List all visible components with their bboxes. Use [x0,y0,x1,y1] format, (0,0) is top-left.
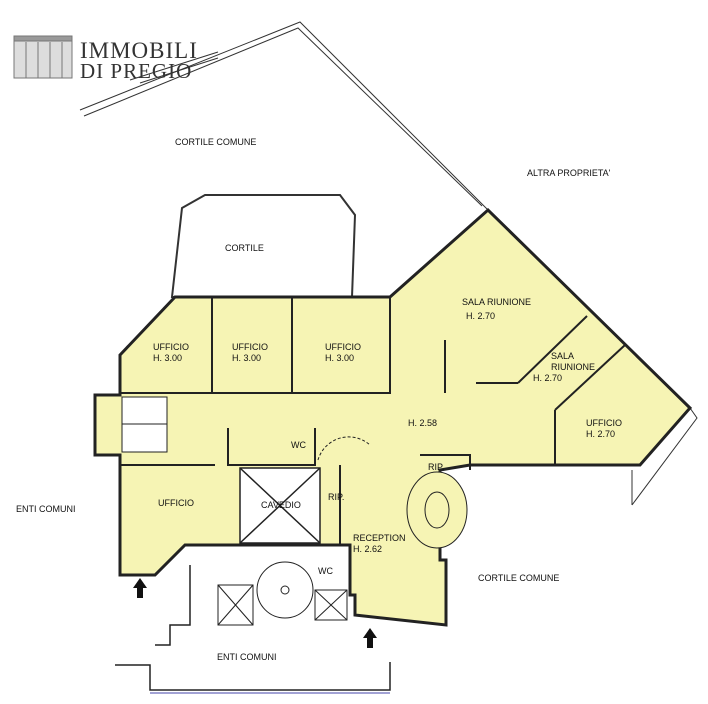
room-cavedio: CAVEDIO [261,500,301,510]
area-cortile: CORTILE [225,243,264,253]
area-cortile-comune-top: CORTILE COMUNE [175,137,257,147]
stair-left [121,396,168,453]
reception-arc [317,436,371,461]
site-boundary [79,21,698,506]
area-cortile-comune-right: CORTILE COMUNE [478,573,560,583]
logo-line-1: IMMOBILI [80,38,198,63]
logo-building-icon [13,35,73,79]
cavedio-shaft [239,467,321,544]
stair-core [217,561,348,626]
enti-comuni-wall [115,565,391,694]
room-corridor: H. 2.58 [408,418,438,428]
area-enti-comuni-bottom: ENTI COMUNI [217,652,277,662]
room-ufficio-5: UFFICIO [158,498,194,508]
area-enti-comuni-left: ENTI COMUNI [16,504,76,514]
spiral-stair [406,471,468,549]
room-rip-1: RIP. [428,462,445,472]
entrance-arrow-icon [133,578,377,648]
room-wc-1: WC [291,440,306,450]
internal-walls [120,297,626,545]
logo-underline [129,51,219,84]
logo-line-2: DI PREGIO [80,59,193,83]
room-rip-2: RIP. [328,492,345,502]
room-wc-2: WC [318,566,333,576]
area-altra-proprieta: ALTRA PROPRIETA' [527,168,611,178]
